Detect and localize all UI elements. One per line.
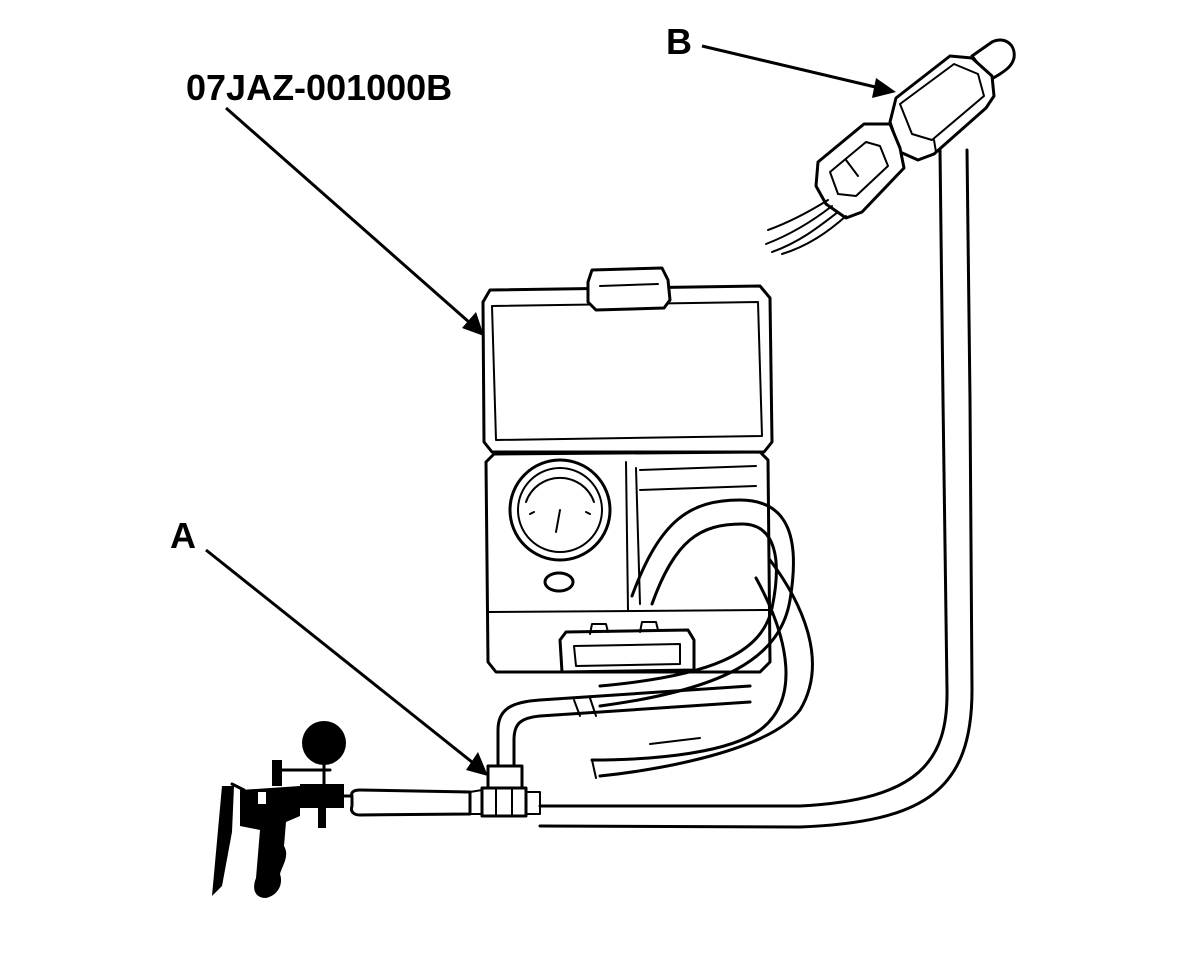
leader-a: [205, 548, 483, 772]
hand-vacuum-pump: [212, 721, 354, 898]
arrowhead-b: [872, 78, 896, 98]
pressure-gauge: [508, 458, 612, 562]
tee-fitting: [469, 764, 541, 818]
valve-knob: [543, 571, 575, 593]
hose-to-b: [538, 148, 974, 829]
case-hoses: [496, 498, 814, 779]
part-number-label: 07JAZ-001000B: [186, 67, 453, 108]
leader-part: [225, 106, 479, 332]
hose-to-pump: [350, 788, 472, 817]
leader-b: [701, 44, 889, 92]
arrowhead-a: [466, 752, 488, 776]
callout-b-label: B: [666, 21, 692, 62]
connector-b: [765, 38, 1016, 255]
leader-lines: [205, 44, 896, 776]
tester-case: [481, 266, 774, 674]
callout-a-label: A: [170, 515, 196, 556]
arrowhead-part: [462, 312, 484, 336]
